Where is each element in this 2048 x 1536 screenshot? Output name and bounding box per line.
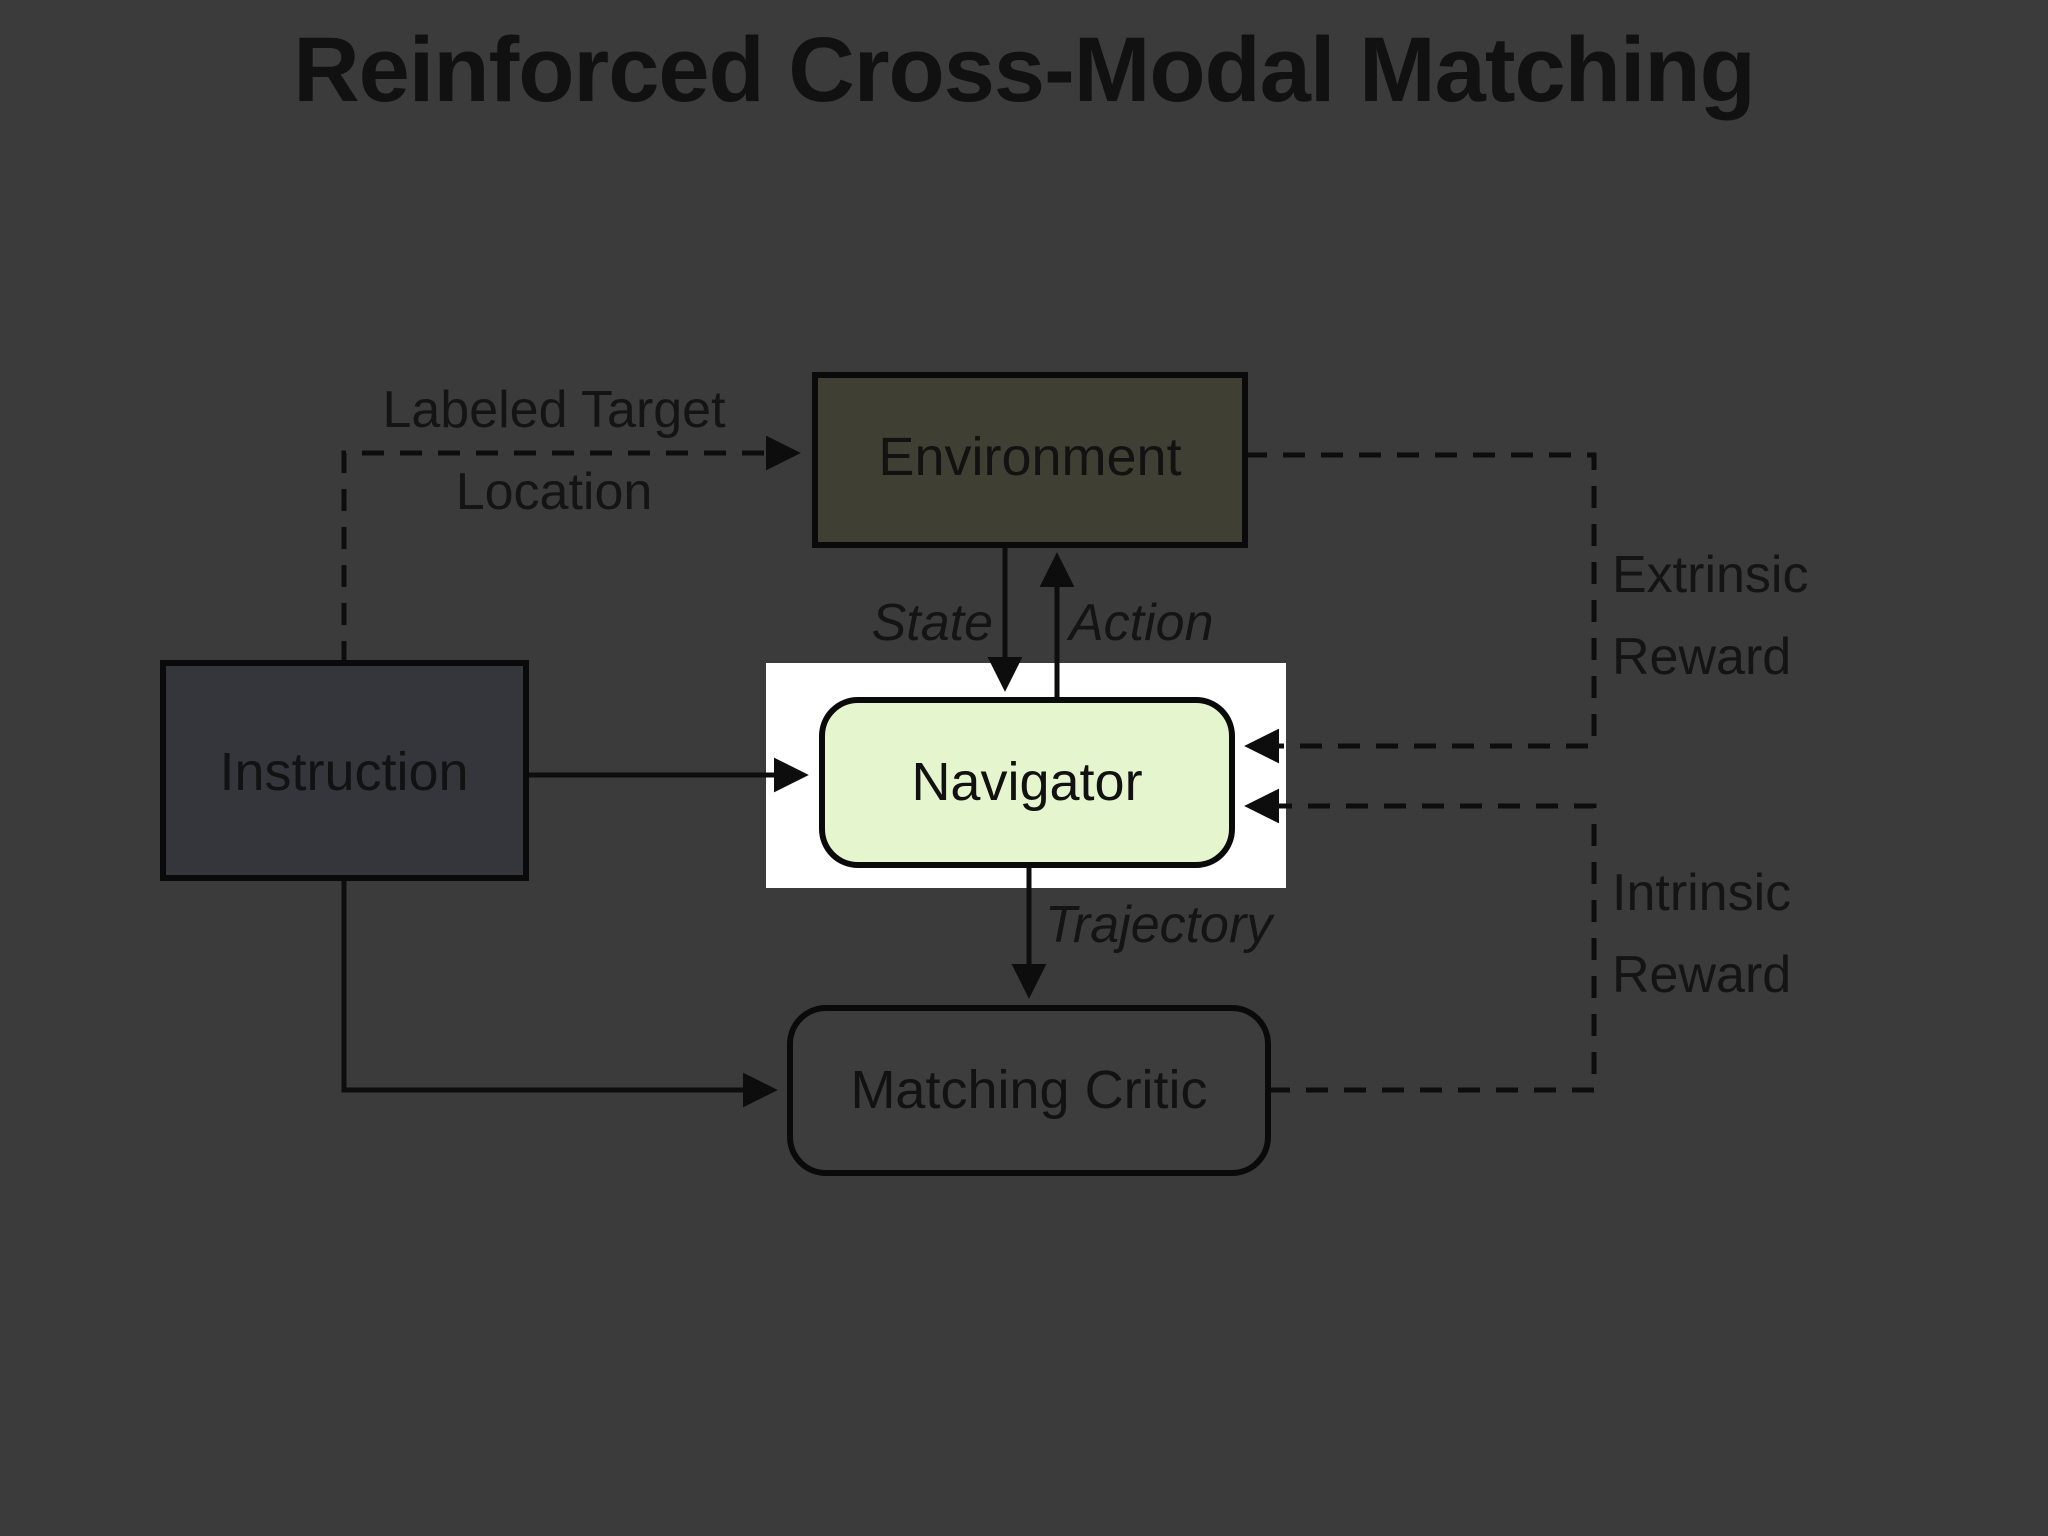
extrinsic-reward-label-line1: Extrinsic <box>1612 546 1808 604</box>
extrinsic-reward-label-line2: Reward <box>1612 628 1791 686</box>
labeled-target-label-line2: Location <box>456 463 653 521</box>
instruction-label: Instruction <box>219 742 468 802</box>
intrinsic-reward-label-line2: Reward <box>1612 946 1791 1004</box>
node-instruction[interactable]: Instruction <box>160 660 529 881</box>
navigator-box[interactable] <box>819 697 1235 868</box>
labeled-target-label-line1: Labeled Target <box>382 381 726 439</box>
action-label: Action <box>1066 594 1214 652</box>
node-navigator[interactable]: Navigator <box>819 697 1235 868</box>
edge-labeled-target-location <box>341 435 801 663</box>
environment-label: Environment <box>878 427 1181 487</box>
matching-critic-label: Matching Critic <box>850 1060 1207 1120</box>
environment-box[interactable] <box>812 372 1248 548</box>
state-label: State <box>872 594 993 652</box>
node-environment[interactable]: Environment <box>812 372 1248 548</box>
instruction-box[interactable] <box>160 660 529 881</box>
intrinsic-reward-label-line1: Intrinsic <box>1612 864 1791 922</box>
page-title: Reinforced Cross-Modal Matching <box>293 19 1756 121</box>
edge-intrinsic-reward <box>1244 788 1597 1093</box>
node-matching-critic[interactable]: Matching Critic <box>787 1005 1271 1176</box>
edge-instruction-to-matching-critic <box>341 878 778 1108</box>
matching-critic-box[interactable] <box>787 1005 1271 1176</box>
edge-extrinsic-reward <box>1244 452 1597 764</box>
trajectory-label: Trajectory <box>1045 896 1275 954</box>
navigator-label: Navigator <box>911 752 1142 812</box>
